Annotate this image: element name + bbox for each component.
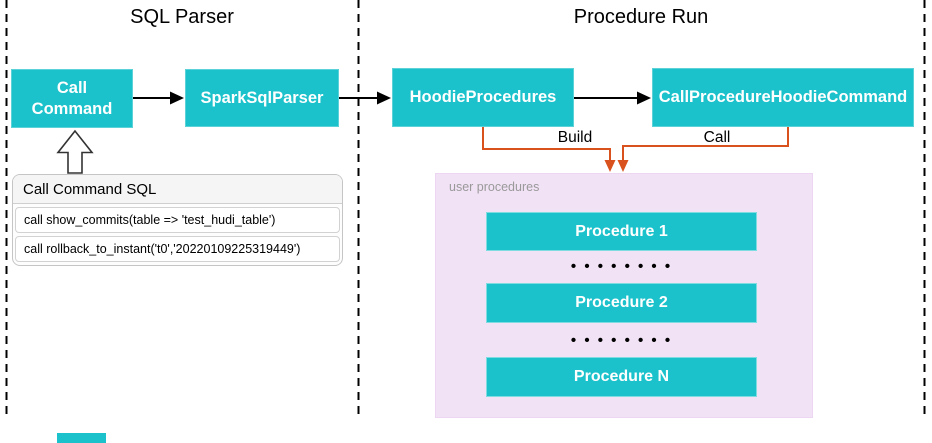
call-connector [617,127,789,172]
call-command-sql-panel: Call Command SQL call show_commits(table… [12,174,343,266]
node-procedure-1: Procedure 1 [486,212,757,251]
hollow-up-arrow [56,129,94,174]
arrow-sparksqlparser-to-hoodieprocedures [339,91,391,105]
section-title-sql-parser: SQL Parser [130,6,234,28]
node-spark-sql-parser: SparkSqlParser [185,69,339,127]
ellipsis-dots: • • • • • • • • [570,258,673,275]
build-connector [482,127,616,172]
user-procedures-label: user procedures [449,180,540,194]
ellipsis-dots: • • • • • • • • [570,332,673,349]
arrow-callcommand-to-sparksqlparser [133,91,184,105]
clipped-teal-box [57,433,106,443]
sql-panel-header: Call Command SQL [13,175,342,204]
node-procedure-2: Procedure 2 [486,283,757,323]
edge-label-call: Call [703,129,731,146]
sql-example-row: call rollback_to_instant('t0','202201092… [15,236,340,262]
node-procedure-n: Procedure N [486,357,757,397]
arrow-hoodieprocedures-to-callprocedure [574,91,651,105]
edge-label-build: Build [557,129,593,146]
node-call-command: Call Command [11,69,133,128]
section-title-procedure-run: Procedure Run [573,6,709,28]
sql-example-row: call show_commits(table => 'test_hudi_ta… [15,207,340,233]
node-call-procedure-hoodie-command: CallProcedureHoodieCommand [652,68,914,127]
node-hoodie-procedures: HoodieProcedures [392,68,574,127]
